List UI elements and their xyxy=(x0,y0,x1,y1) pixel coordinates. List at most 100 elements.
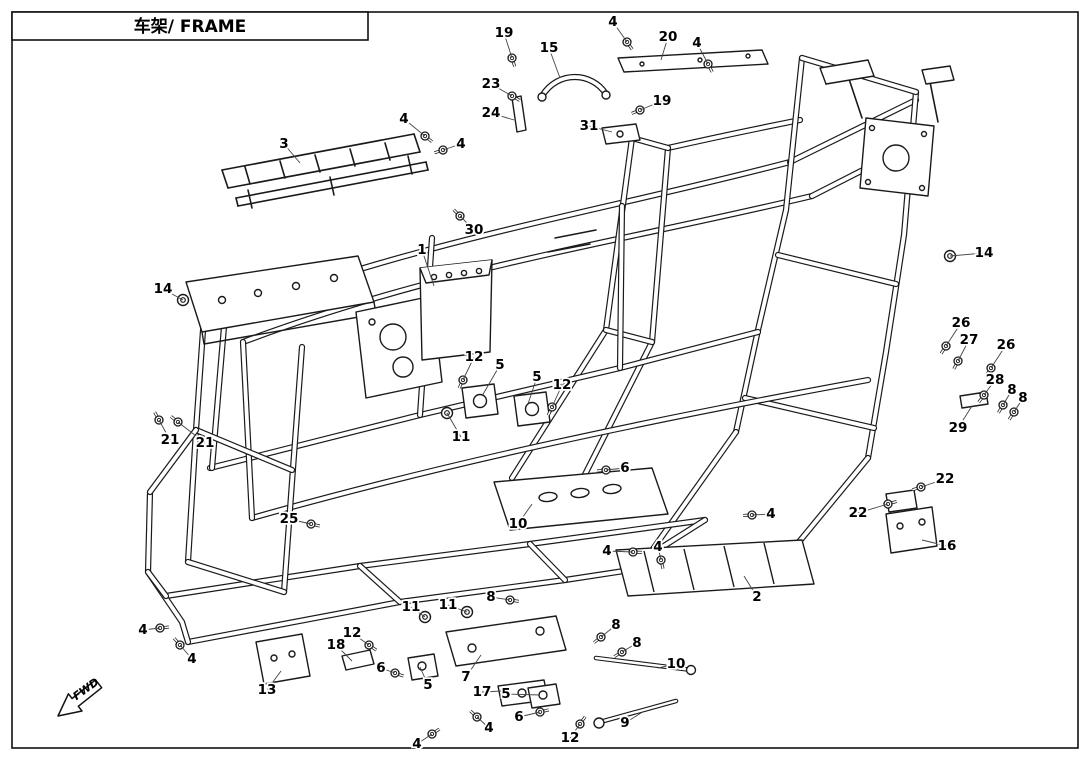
leader-line xyxy=(158,419,171,441)
leader-line xyxy=(920,478,946,488)
part-callout: 4 xyxy=(653,539,662,555)
leader-line xyxy=(588,125,613,133)
rear-top-bracket-right xyxy=(921,65,955,85)
leader-line xyxy=(696,42,709,65)
leader-line xyxy=(177,421,206,444)
leader-line xyxy=(1013,397,1024,413)
leader-line xyxy=(490,83,513,97)
leader-line xyxy=(751,513,772,516)
bolt-9-head xyxy=(593,717,605,729)
sheet-border xyxy=(11,11,1079,749)
leader-line xyxy=(518,711,541,718)
leader-line xyxy=(446,412,462,438)
part-callout: 5 xyxy=(532,369,541,385)
part-callout: 25 xyxy=(280,511,299,527)
part-callout: 30 xyxy=(465,222,484,238)
front-subframe-plate xyxy=(185,255,377,345)
fwd-arrow: FWD xyxy=(57,675,103,717)
leader-line xyxy=(551,384,563,408)
part-callout: 4 xyxy=(766,506,775,522)
part-callout: 12 xyxy=(343,625,362,641)
part-callout: 23 xyxy=(482,76,501,92)
leader-line xyxy=(605,467,626,471)
rod-10-head xyxy=(685,664,697,676)
leader-line xyxy=(465,654,482,678)
part-callout: 4 xyxy=(456,136,465,152)
leader-line xyxy=(957,405,973,429)
running-board-10 xyxy=(493,467,669,531)
leader-line xyxy=(949,252,985,257)
leader-line xyxy=(442,143,462,151)
leader-line xyxy=(462,356,475,381)
part-callout: 8 xyxy=(611,617,620,633)
part-callout: 11 xyxy=(452,429,471,445)
part-callout: 3 xyxy=(279,136,288,152)
part-callout: 4 xyxy=(187,651,196,667)
part-15-bracket-ends xyxy=(537,90,611,102)
leader-line xyxy=(657,546,662,561)
part-callout: 4 xyxy=(412,736,421,752)
part-callout: 8 xyxy=(1007,382,1016,398)
leader-line xyxy=(1002,389,1013,406)
leader-line xyxy=(481,690,503,693)
leader-line xyxy=(639,100,663,111)
part-callout: 9 xyxy=(620,715,629,731)
part-callout: 4 xyxy=(399,111,408,127)
rear-top-bracket-left xyxy=(819,59,875,85)
part-callout: 26 xyxy=(997,337,1016,353)
leader-line xyxy=(548,47,561,79)
engine-mount-upper-right xyxy=(513,391,551,427)
leader-line xyxy=(612,21,628,43)
leader-line xyxy=(945,322,962,347)
part-callout: 5 xyxy=(423,677,432,693)
part-callout: 20 xyxy=(659,29,678,45)
part-callout: 28 xyxy=(986,372,1005,388)
part-callout: 18 xyxy=(327,637,346,653)
part-callout: 21 xyxy=(161,432,180,448)
leader-line xyxy=(410,606,426,618)
diagram-title: 车架/ FRAME xyxy=(134,16,247,37)
part-callout: 2 xyxy=(752,589,761,605)
leader-line xyxy=(266,670,282,691)
leader-line xyxy=(743,575,758,598)
leader-line xyxy=(983,379,996,396)
leader-line xyxy=(517,503,533,525)
brackets-and-plates xyxy=(185,49,989,729)
leader-line xyxy=(416,733,433,745)
leader-line xyxy=(142,627,161,631)
part-callout: 29 xyxy=(949,420,968,436)
leader-line xyxy=(380,667,396,674)
part-18-arm xyxy=(341,649,375,671)
part-13-bracket xyxy=(255,633,311,685)
leader-line xyxy=(490,596,511,601)
leader-line xyxy=(569,723,581,739)
part-callout: 19 xyxy=(495,25,514,41)
leader-line xyxy=(503,32,513,59)
leader-line xyxy=(624,712,642,724)
leader-line xyxy=(419,666,429,686)
part-callout: 19 xyxy=(653,93,672,109)
leader-line xyxy=(283,143,301,164)
leader-line xyxy=(351,632,370,646)
callout-leader-lines xyxy=(142,21,1024,745)
leader-line xyxy=(162,288,184,301)
leader-line xyxy=(660,36,669,61)
part-callout: 12 xyxy=(553,377,572,393)
part-callout: 24 xyxy=(482,105,501,121)
part-callout: 5 xyxy=(495,357,504,373)
leader-line xyxy=(857,503,889,514)
part-callout: 27 xyxy=(960,332,979,348)
part-20-rail xyxy=(617,49,769,73)
leader-line xyxy=(288,518,312,525)
part-callout: 8 xyxy=(632,635,641,651)
title-block xyxy=(11,11,369,41)
leader-line xyxy=(600,624,617,638)
leader-line xyxy=(403,118,426,137)
leader-line xyxy=(990,344,1007,369)
part-callout: 4 xyxy=(608,14,617,30)
part-callout: 4 xyxy=(602,543,611,559)
leader-line xyxy=(657,663,677,669)
leader-line xyxy=(921,539,948,547)
